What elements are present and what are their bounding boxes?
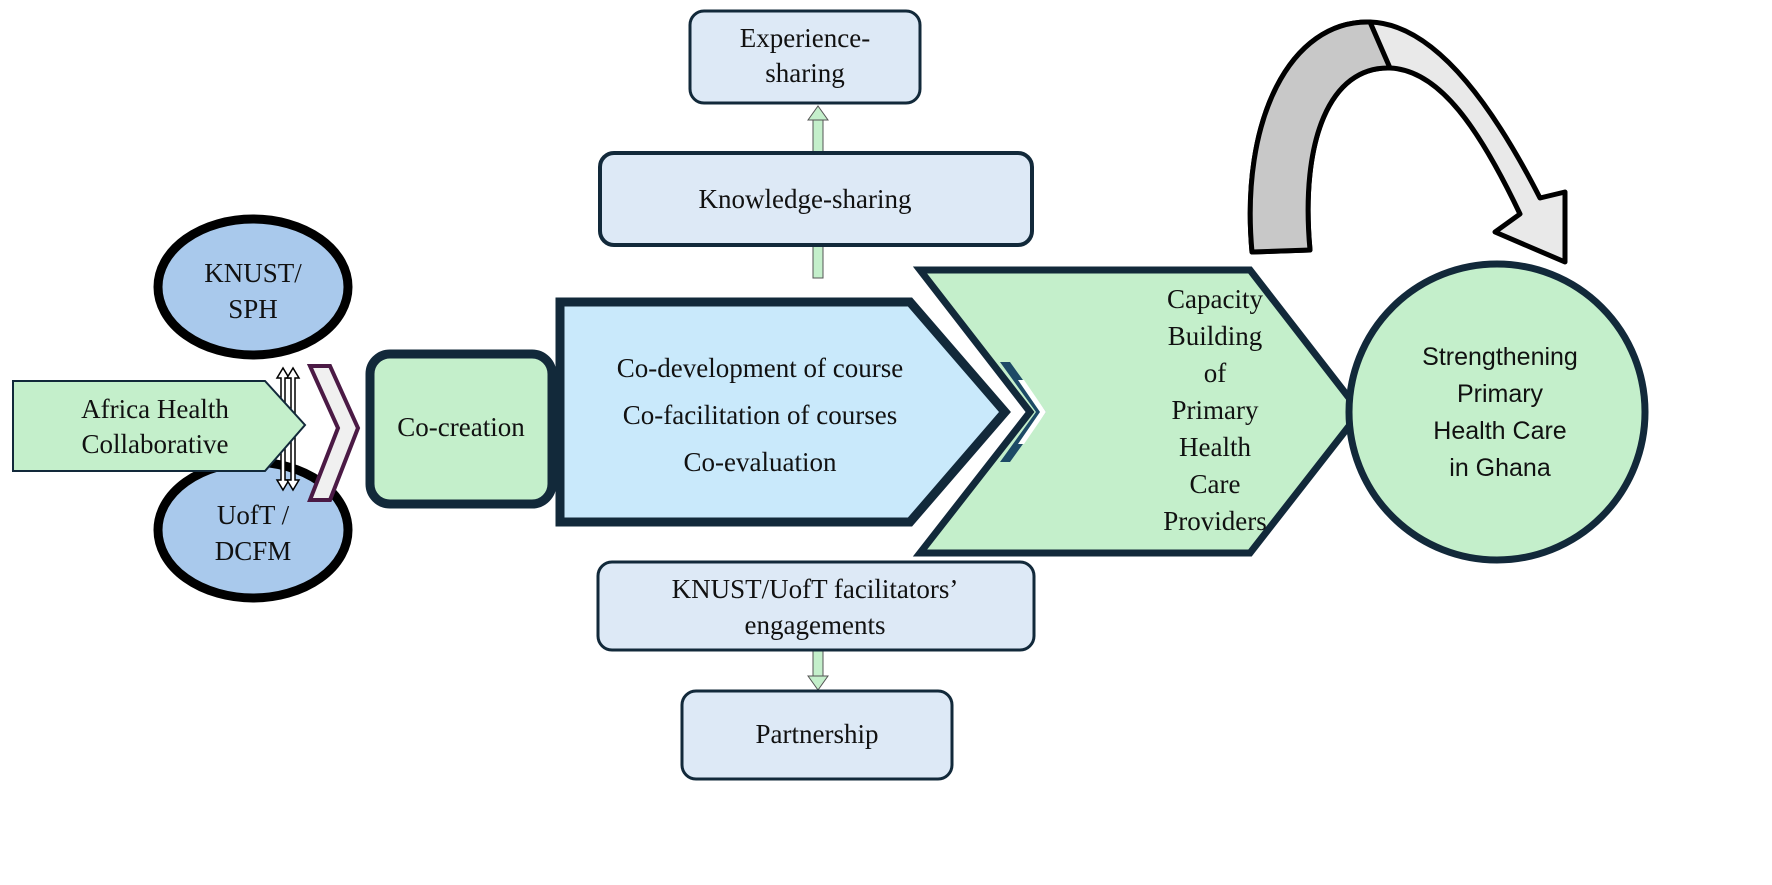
- africa-health-collaborative-arrow: Africa Health Collaborative: [12, 380, 307, 472]
- knowledge-sharing-box: Knowledge-sharing: [598, 151, 1034, 247]
- svg-text:Building: Building: [1168, 321, 1263, 351]
- svg-text:Collaborative: Collaborative: [82, 429, 229, 459]
- facilitators-engagement-box: KNUST/UofT facilitators’ engagements: [596, 560, 1036, 652]
- co-creation-box: Co-creation: [365, 349, 557, 509]
- svg-text:Health Care: Health Care: [1433, 417, 1566, 445]
- svg-text:Partnership: Partnership: [756, 719, 879, 749]
- vertical-double-arrow-bottom: [807, 649, 829, 691]
- knust-sph-oval: KNUST/ SPH: [153, 214, 353, 360]
- outcome-circle: Strengthening Primary Health Care in Gha…: [1345, 260, 1649, 564]
- svg-text:Capacity: Capacity: [1167, 284, 1263, 314]
- co-activities-pentagon: Co-development of course Co-facilitation…: [555, 297, 1011, 527]
- svg-text:Providers: Providers: [1163, 506, 1267, 536]
- svg-text:Knowledge-sharing: Knowledge-sharing: [699, 184, 912, 214]
- svg-text:KNUST/UofT facilitators’: KNUST/UofT facilitators’: [672, 574, 959, 604]
- svg-text:Health: Health: [1179, 432, 1251, 462]
- svg-text:Co-development of course: Co-development of course: [617, 353, 903, 383]
- chevron-arrow-icon: [306, 364, 361, 502]
- svg-text:KNUST/: KNUST/: [204, 258, 302, 288]
- svg-text:Care: Care: [1190, 469, 1241, 499]
- experience-sharing-box: Experience- sharing: [688, 9, 922, 105]
- svg-text:Strengthening: Strengthening: [1422, 343, 1578, 371]
- svg-text:Africa Health: Africa Health: [81, 394, 229, 424]
- svg-text:in Ghana: in Ghana: [1449, 454, 1551, 482]
- svg-text:Co-evaluation: Co-evaluation: [684, 447, 837, 477]
- partnership-box: Partnership: [680, 689, 954, 781]
- svg-text:of: of: [1204, 358, 1227, 388]
- svg-text:Co-creation: Co-creation: [397, 412, 525, 442]
- svg-text:SPH: SPH: [228, 294, 278, 324]
- svg-text:Co-facilitation of courses: Co-facilitation of courses: [623, 400, 897, 430]
- svg-text:Experience-: Experience-: [740, 23, 870, 53]
- capacity-building-chevron: Capacity Building of Primary Health Care…: [912, 266, 1365, 557]
- svg-text:UofT /: UofT /: [217, 500, 290, 530]
- svg-text:Primary: Primary: [1457, 380, 1544, 408]
- svg-text:Primary: Primary: [1172, 395, 1259, 425]
- svg-text:DCFM: DCFM: [215, 536, 292, 566]
- feedback-curved-arrow: [1247, 19, 1568, 265]
- svg-text:engagements: engagements: [745, 610, 886, 640]
- double-chevron-icon: [1000, 362, 1046, 462]
- svg-text:sharing: sharing: [765, 58, 844, 88]
